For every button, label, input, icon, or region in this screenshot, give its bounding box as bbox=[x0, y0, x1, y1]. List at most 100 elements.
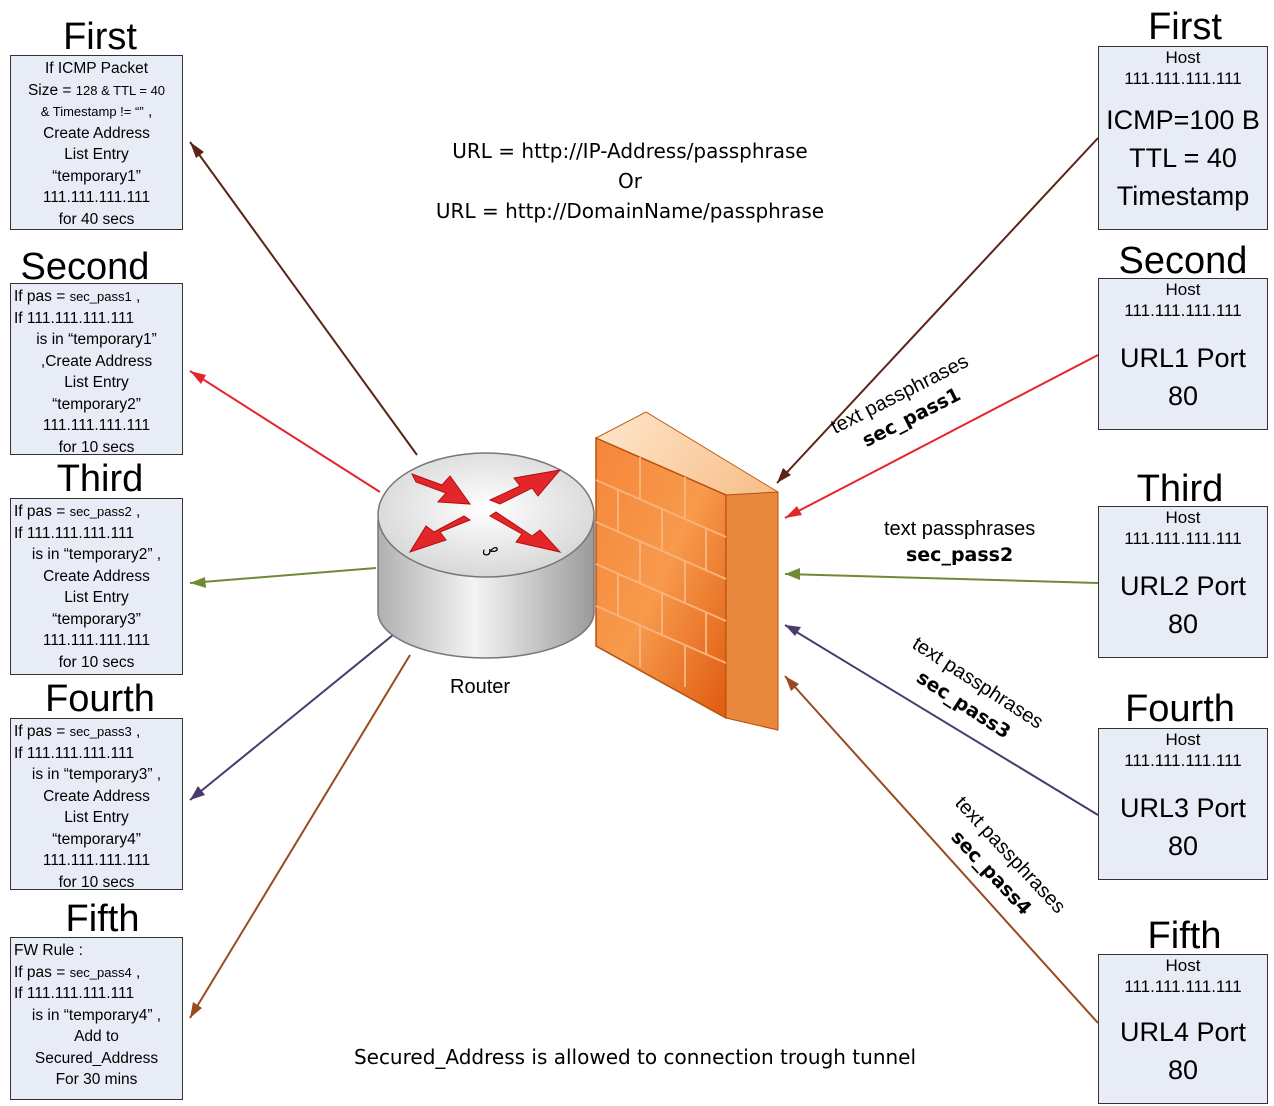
rule-line: If 111.111.111.111 bbox=[14, 985, 135, 1002]
rule-line: FW Rule : bbox=[14, 942, 83, 959]
url-or: Or bbox=[618, 169, 642, 193]
router-glyph: ص bbox=[482, 540, 499, 556]
right-title-fourth: Fourth bbox=[1125, 688, 1235, 730]
host-box-fifth: Host 111.111.111.111 URL4 Port 80 bbox=[1098, 954, 1268, 1104]
rule-line: is in “temporary2” , bbox=[31, 546, 162, 563]
rule-line: for 10 secs bbox=[58, 438, 135, 456]
rule-line: List Entry bbox=[64, 809, 129, 826]
host-detail: URL4 Port bbox=[1119, 1017, 1247, 1047]
rule-line: Create Address bbox=[43, 124, 150, 142]
arrowhead-second-left bbox=[190, 371, 206, 384]
rule-line: “temporary4” bbox=[52, 830, 141, 848]
rule-line: “temporary1” bbox=[52, 167, 141, 185]
url-line-ip: URL = http://IP-Address/passphrase bbox=[452, 139, 808, 163]
rule-line: If ICMP Packet bbox=[44, 60, 149, 77]
rule-line: If 111.111.111.111 bbox=[14, 524, 135, 542]
arrowhead-fourth-left bbox=[190, 786, 205, 800]
arrow-second-left bbox=[189, 370, 381, 493]
arrow-fourth-right bbox=[784, 624, 1099, 816]
host-label: Host bbox=[1165, 48, 1201, 67]
rule-line: If pas = sec_pass4 , bbox=[14, 963, 141, 981]
passphrase-code: sec_pass2 bbox=[905, 544, 1014, 566]
host-ip: 111.111.111.111 bbox=[1124, 977, 1242, 996]
rule-box-fourth: If pas = sec_pass3 , If 111.111.111.111 … bbox=[10, 718, 183, 891]
rule-line: Size = 128 & TTL = 40 bbox=[27, 81, 166, 99]
host-ip: 111.111.111.111 bbox=[1124, 301, 1242, 320]
rule-line: Create Address bbox=[43, 567, 150, 585]
host-box-second: Host 111.111.111.111 URL1 Port 80 bbox=[1098, 278, 1268, 430]
host-ip: 111.111.111.111 bbox=[1124, 69, 1242, 88]
right-title-third: Third bbox=[1136, 468, 1224, 510]
rule-line: for 10 secs bbox=[58, 873, 135, 891]
host-ip: 111.111.111.111 bbox=[1124, 751, 1242, 770]
arrow-first-left bbox=[189, 141, 418, 456]
host-detail: TTL = 40 bbox=[1129, 143, 1237, 173]
rule-line: 111.111.111.111 bbox=[42, 632, 151, 649]
rule-line: List Entry bbox=[64, 589, 129, 606]
left-title-fifth: Fifth bbox=[65, 898, 140, 940]
right-title-fifth: Fifth bbox=[1147, 915, 1222, 957]
router-arrows-icon bbox=[408, 469, 562, 553]
arrowhead-third-left bbox=[190, 577, 206, 588]
rule-box-fifth: FW Rule : If pas = sec_pass4 , If 111.11… bbox=[10, 937, 183, 1100]
host-box-third: Host 111.111.111.111 URL2 Port 80 bbox=[1098, 506, 1268, 658]
host-detail: ICMP=100 B bbox=[1106, 105, 1260, 135]
rule-line: Create Address bbox=[43, 787, 150, 805]
arrow-fifth-left bbox=[189, 654, 411, 1019]
rule-line: List Entry bbox=[64, 374, 129, 391]
rule-line: is in “temporary3” , bbox=[31, 766, 162, 783]
arrow-third-right bbox=[784, 573, 1099, 584]
rule-line: Add to bbox=[74, 1028, 119, 1045]
right-title-first: First bbox=[1148, 6, 1222, 48]
passphrase-text: text passphrases bbox=[884, 518, 1036, 540]
arrowhead-fifth-right bbox=[785, 676, 799, 691]
rule-box-first: If ICMP Packet Size = 128 & TTL = 40 & T… bbox=[10, 55, 183, 230]
rule-line: 111.111.111.111 bbox=[42, 189, 151, 206]
arrow-fourth-left bbox=[189, 634, 394, 801]
arrowhead-third-right bbox=[785, 568, 800, 580]
rule-line: 111.111.111.111 bbox=[42, 417, 151, 434]
url-line-domain: URL = http://DomainName/passphrase bbox=[435, 199, 825, 223]
rule-line: “temporary3” bbox=[52, 610, 141, 628]
rule-line: for 10 secs bbox=[58, 653, 135, 671]
rule-line: ,Create Address bbox=[40, 352, 153, 370]
arrow-third-left bbox=[189, 567, 377, 584]
rule-line: “temporary2” bbox=[52, 395, 141, 413]
rule-line: If 111.111.111.111 bbox=[14, 744, 135, 762]
router-label: Router bbox=[450, 676, 511, 698]
rule-line: For 30 mins bbox=[55, 1071, 138, 1088]
firewall-icon bbox=[595, 411, 779, 731]
passphrase-label-2: text passphrases sec_pass2 bbox=[884, 516, 1035, 568]
left-title-second: Second bbox=[20, 246, 150, 288]
arrowhead-first-left bbox=[190, 142, 204, 158]
arrow-first-right bbox=[776, 137, 1099, 484]
arrowhead-fourth-right bbox=[785, 625, 801, 636]
host-label: Host bbox=[1165, 730, 1201, 749]
host-box-first: Host 111.111.111.111 ICMP=100 B TTL = 40… bbox=[1098, 46, 1268, 230]
arrowhead-first-right bbox=[777, 468, 791, 483]
rule-line: List Entry bbox=[64, 146, 129, 163]
host-detail: 80 bbox=[1167, 831, 1199, 861]
host-detail: 80 bbox=[1167, 381, 1199, 411]
host-label: Host bbox=[1165, 956, 1201, 975]
host-detail: URL2 Port bbox=[1119, 571, 1247, 601]
arrowhead-second-right bbox=[785, 506, 802, 518]
host-box-fourth: Host 111.111.111.111 URL3 Port 80 bbox=[1098, 728, 1268, 880]
host-detail: URL3 Port bbox=[1119, 793, 1247, 823]
left-title-fourth: Fourth bbox=[45, 678, 155, 720]
arrow-fifth-right bbox=[784, 675, 1099, 1024]
router-icon bbox=[377, 452, 595, 659]
host-detail: URL1 Port bbox=[1119, 343, 1247, 373]
rule-line: Secured_Address bbox=[34, 1049, 159, 1067]
rule-line: If 111.111.111.111 bbox=[14, 309, 135, 327]
rule-line: If pas = sec_pass3 , bbox=[14, 723, 141, 740]
left-title-first: First bbox=[63, 16, 137, 58]
rule-box-third: If pas = sec_pass2 , If 111.111.111.111 … bbox=[10, 498, 183, 675]
url-caption: URL = http://IP-Address/passphrase Or UR… bbox=[380, 136, 880, 226]
host-detail: 80 bbox=[1167, 1055, 1199, 1085]
rule-line: 111.111.111.111 bbox=[42, 852, 151, 869]
rule-line: & Timestamp != “” , bbox=[40, 103, 153, 120]
footer-caption: Secured_Address is allowed to connection… bbox=[353, 1045, 917, 1069]
host-detail: 80 bbox=[1167, 609, 1199, 639]
